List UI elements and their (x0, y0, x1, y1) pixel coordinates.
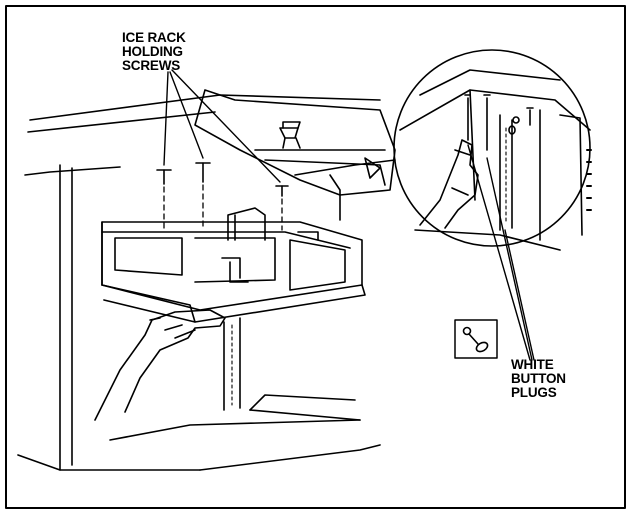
magnified-inset (393, 49, 592, 251)
white-button-plugs-label: WHITE BUTTON PLUGS (511, 358, 566, 400)
callout-line: ICE RACK (122, 30, 186, 45)
key-icon (454, 319, 498, 359)
callout-line: PLUGS (511, 385, 557, 400)
ice-rack-screws-leaders (163, 69, 281, 183)
callout-line: BUTTON (511, 371, 566, 386)
freezer-interior (17, 94, 396, 471)
screw-icon (156, 162, 289, 197)
ice-rack (101, 207, 366, 323)
diagram-frame (5, 5, 626, 509)
callout-line: SCREWS (122, 58, 181, 73)
alignment-dashes (163, 184, 283, 231)
support-bar (223, 317, 241, 411)
hand-icon (94, 309, 226, 421)
callout-line: WHITE (511, 357, 554, 372)
ice-rack-holding-screws-label: ICE RACK HOLDING SCREWS (122, 31, 186, 73)
callout-line: HOLDING (122, 44, 183, 59)
ice-maker-housing (194, 89, 396, 196)
white-button-plugs-leaders (467, 144, 535, 361)
